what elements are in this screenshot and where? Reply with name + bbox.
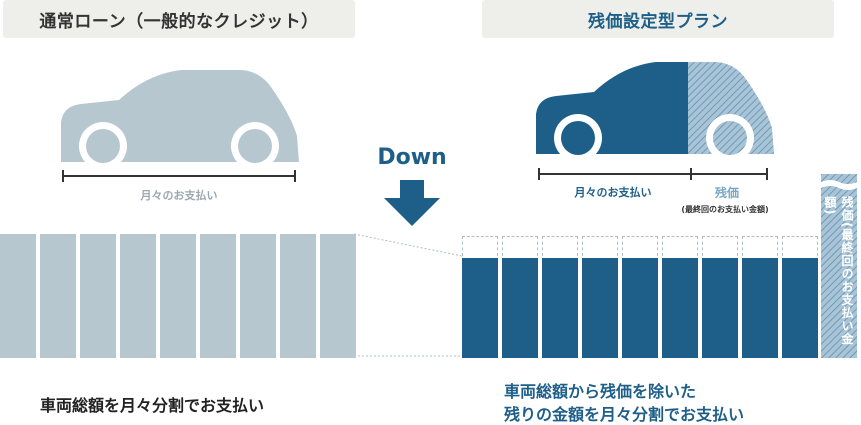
payment-segment-left: [280, 234, 316, 358]
description-right-line2: 残りの金額を月々分割でお支払い: [504, 405, 745, 424]
payment-segment-right: [542, 236, 578, 358]
segments-left: [0, 234, 360, 358]
label-left-monthly: 月々のお支払い: [140, 189, 218, 202]
residual-bar-label: 残価(最終回のお支払い金額): [823, 196, 854, 346]
payment-segment-right: [662, 236, 698, 358]
payment-segment-left: [0, 234, 36, 358]
residual-bar: [821, 174, 857, 358]
payment-segment-left: [120, 234, 156, 358]
segment-reduced-portion: [782, 236, 818, 256]
segment-reduced-portion: [502, 236, 538, 256]
payment-segment-left: [80, 234, 116, 358]
payment-segment-right: [582, 236, 618, 358]
payment-segment-left: [160, 234, 196, 358]
bracket-right-residual: [688, 168, 768, 180]
down-arrow-icon: [384, 180, 440, 226]
segment-reduced-portion: [542, 236, 578, 256]
guide-lines: [354, 233, 463, 357]
segment-paid-portion: [782, 258, 818, 358]
label-right-monthly: 月々のお支払い: [574, 186, 652, 199]
car-icon-right: [536, 62, 774, 160]
payment-segment-right: [742, 236, 778, 358]
segment-reduced-portion: [702, 236, 738, 256]
segment-paid-portion: [662, 258, 698, 358]
payment-segment-right: [782, 236, 818, 358]
segment-reduced-portion: [582, 236, 618, 256]
payment-segment-right: [502, 236, 538, 358]
segment-reduced-portion: [742, 236, 778, 256]
segment-reduced-portion: [622, 236, 658, 256]
payment-segment-right: [622, 236, 658, 358]
bracket-left-monthly: [62, 170, 296, 182]
segments-right: [462, 236, 822, 358]
tab-normal-loan: 通常ローン（一般的なクレジット）: [3, 0, 355, 38]
description-right-line1: 車両総額から残価を除いた: [504, 382, 697, 401]
segment-reduced-portion: [462, 236, 498, 256]
payment-segment-left: [40, 234, 76, 358]
down-label: Down: [377, 145, 447, 170]
segment-paid-portion: [542, 258, 578, 358]
bracket-right-monthly: [538, 168, 692, 180]
tab-normal-loan-label: 通常ローン（一般的なクレジット）: [39, 11, 319, 32]
segment-paid-portion: [502, 258, 538, 358]
segment-paid-portion: [462, 258, 498, 358]
payment-segment-left: [200, 234, 236, 358]
label-right-residual: 残価: [714, 186, 739, 200]
payment-segment-left: [320, 234, 356, 358]
tab-residual-plan-label: 残価設定型プラン: [588, 11, 728, 32]
car-icon-left: [61, 70, 299, 168]
segment-paid-portion: [702, 258, 738, 358]
segment-paid-portion: [622, 258, 658, 358]
description-left: 車両総額を月々分割でお支払い: [40, 396, 265, 415]
payment-segment-right: [702, 236, 738, 358]
tab-residual-plan: 残価設定型プラン: [482, 0, 834, 38]
segment-paid-portion: [742, 258, 778, 358]
segment-reduced-portion: [662, 236, 698, 256]
payment-segment-left: [240, 234, 276, 358]
payment-segment-right: [462, 236, 498, 358]
segment-paid-portion: [582, 258, 618, 358]
label-right-residual-note: (最終回のお支払い金額): [681, 205, 769, 214]
